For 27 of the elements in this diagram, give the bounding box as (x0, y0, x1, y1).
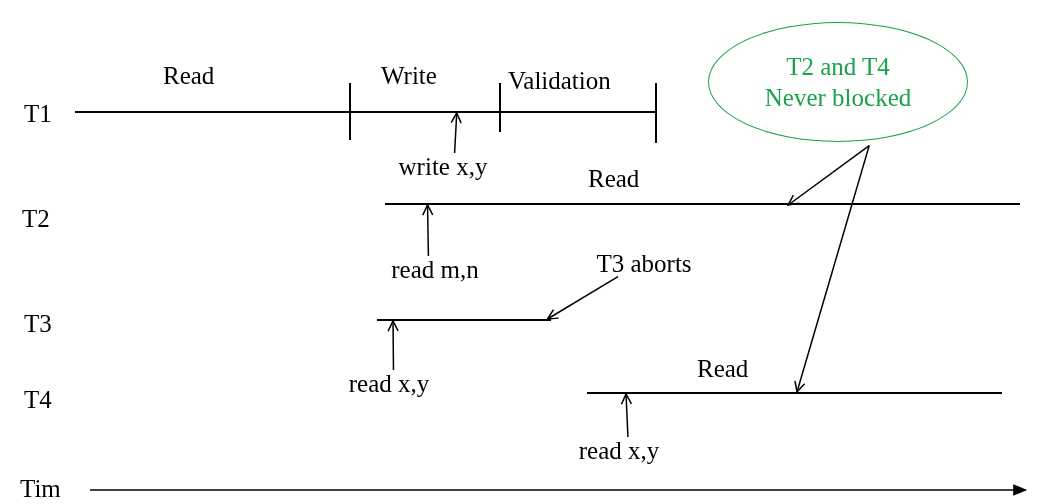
annotation-text: T3 aborts (582, 250, 706, 278)
text-label: Validation (508, 67, 611, 95)
leader-arrow (794, 144, 870, 393)
annotation-text: read m,n (369, 256, 501, 284)
phase-label: Read (588, 165, 640, 193)
note-text: T2 and T4 Never blocked (763, 51, 913, 113)
text-label: Tim (20, 475, 61, 503)
phase-label: Read (697, 355, 749, 383)
phase-label: Read (163, 62, 215, 90)
leader-arrow (787, 144, 870, 206)
timeline-bar (377, 319, 551, 321)
text-label: T3 (24, 310, 52, 338)
leader-arrow (546, 275, 619, 320)
leader-arrow (421, 204, 434, 257)
text-label: T1 (24, 100, 52, 128)
timeline-bar (587, 392, 1002, 394)
timeline-bar (75, 111, 656, 113)
leader-arrow (620, 393, 633, 438)
leader-arrow (387, 320, 399, 371)
leader-arrow (450, 112, 462, 154)
text-label: T2 (22, 205, 50, 233)
annotation-text: read x,y (563, 437, 675, 465)
text-label: T4 (24, 386, 52, 414)
text-label: Write (381, 62, 437, 90)
annotation-text: write x,y (385, 153, 501, 181)
timeline-bar (385, 203, 1020, 205)
annotation-text: read x,y (333, 370, 445, 398)
